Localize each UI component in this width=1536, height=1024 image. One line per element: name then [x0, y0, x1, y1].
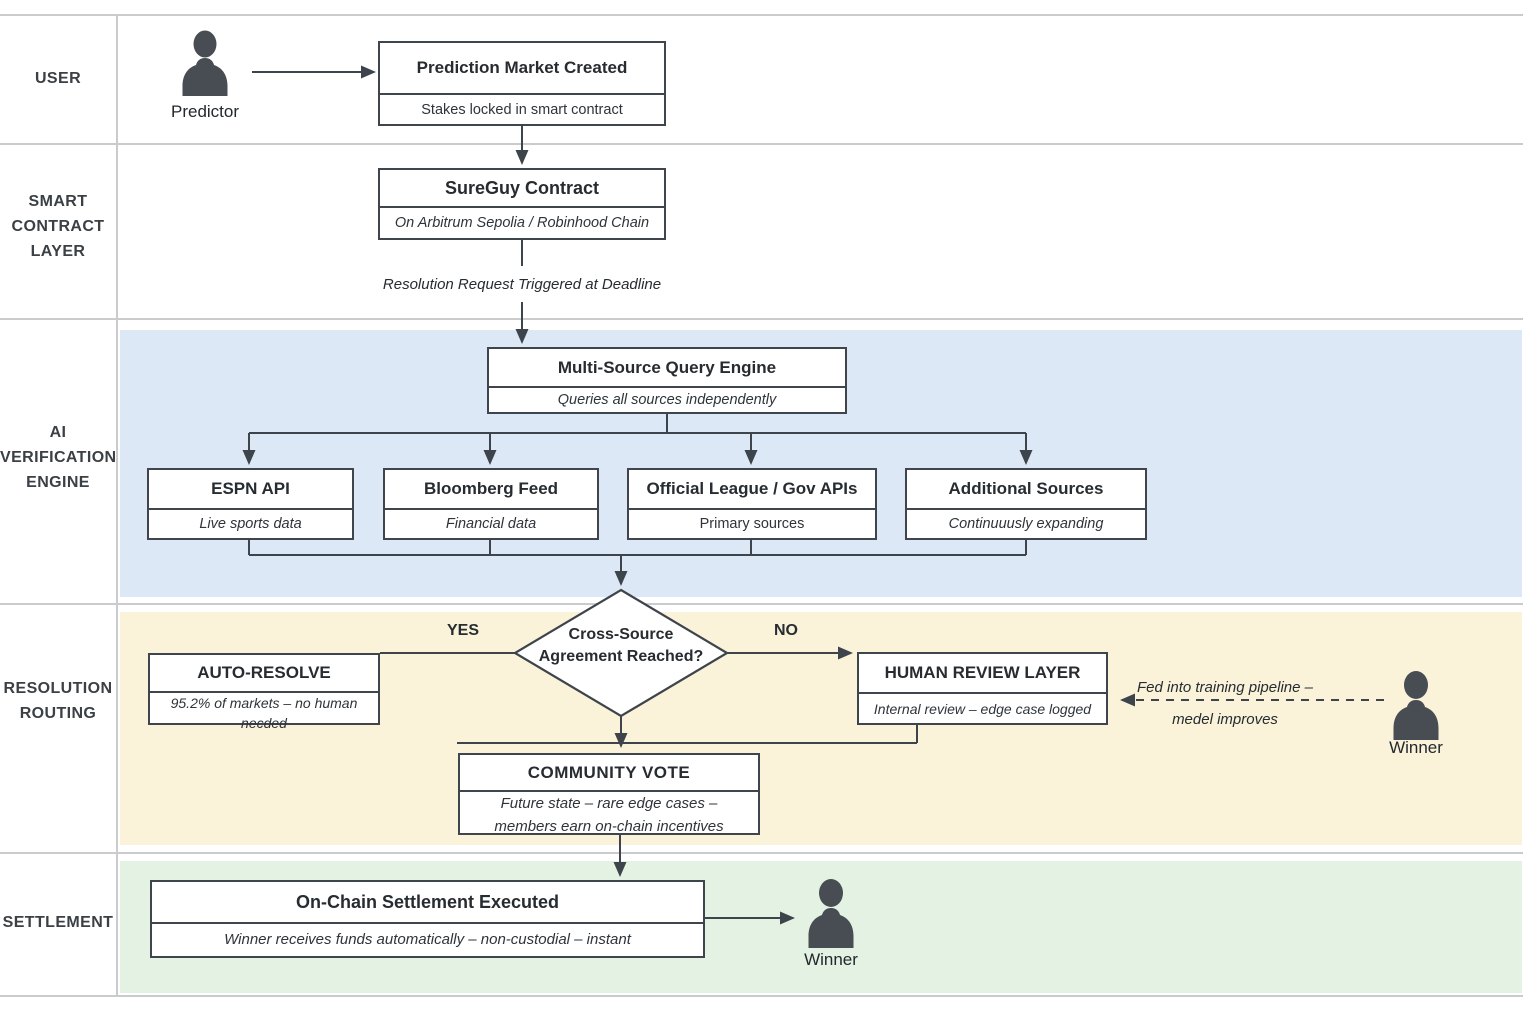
lane-divider — [0, 852, 1523, 854]
node-community-vote: COMMUNITY VOTE Future state – rare edge … — [458, 753, 760, 835]
node-subtitle: Stakes locked in smart contract — [380, 95, 664, 124]
decision-diamond — [512, 588, 730, 718]
lane-label-text: CONTRACT — [11, 218, 105, 235]
node-title: ESPN API — [149, 470, 352, 510]
node-title: SureGuy Contract — [380, 170, 664, 208]
predictor-icon — [175, 30, 235, 96]
lane-label-smart-contract-layer: SMART CONTRACT LAYER — [0, 189, 116, 264]
node-subtitle-line: members earn on-chain incentives — [494, 818, 724, 835]
node-multi-source-query-engine: Multi-Source Query Engine Queries all so… — [487, 347, 847, 414]
lane-label-text: AI — [49, 424, 67, 441]
node-subtitle: Primary sources — [629, 510, 875, 538]
lane-label-ai-verification-engine: AI VERIFICATION ENGINE — [0, 420, 116, 495]
node-subtitle: Future state – rare edge cases – members… — [460, 792, 758, 838]
feedback-edge-label-line: medel improves — [1172, 711, 1278, 728]
node-espn-api: ESPN API Live sports data — [147, 468, 354, 540]
no-branch-label: NO — [774, 622, 798, 639]
node-subtitle-text: Financial data — [445, 516, 537, 532]
yes-branch-label: YES — [446, 622, 479, 639]
decision-line: Agreement Reached? — [538, 648, 704, 665]
resolution-request-edge-label: Resolution Request Triggered at Deadline — [382, 276, 662, 293]
node-title: Additional Sources — [907, 470, 1145, 510]
node-official-league-gov-apis: Official League / Gov APIs Primary sourc… — [627, 468, 877, 540]
node-on-chain-settlement: On-Chain Settlement Executed Winner rece… — [150, 880, 705, 958]
node-bloomberg-feed: Bloomberg Feed Financial data — [383, 468, 599, 540]
winner-routing-icon — [1386, 670, 1446, 740]
node-title: Official League / Gov APIs — [629, 470, 875, 510]
node-subtitle: Winner receives funds automatically – no… — [152, 924, 703, 956]
winner-routing-label: Winner — [1389, 738, 1443, 757]
node-subtitle-text: Stakes locked in smart contract — [421, 101, 623, 118]
lane-label-user: USER — [0, 66, 116, 91]
node-subtitle-text: Winner receives funds automatically – no… — [224, 931, 631, 948]
node-subtitle: Internal review – edge case logged — [859, 694, 1106, 723]
node-subtitle-line: Future state – rare edge cases – — [500, 795, 718, 812]
node-subtitle: Live sports data — [149, 510, 352, 538]
lane-label-text: ENGINE — [26, 474, 90, 491]
node-subtitle-text: Primary sources — [699, 516, 805, 532]
lane-divider — [0, 14, 1523, 16]
winner-settlement-label: Winner — [804, 950, 858, 969]
node-subtitle-text: Internal review – edge case logged — [873, 700, 1092, 717]
node-subtitle: 95.2% of markets – no human necded — [150, 693, 378, 733]
feedback-edge-label-line: Fed into training pipeline – — [1137, 679, 1313, 696]
lane-label-text: RESOLUTION — [3, 680, 113, 697]
node-title: COMMUNITY VOTE — [460, 755, 758, 792]
lane-label-text: LAYER — [30, 243, 86, 260]
winner-settlement-icon — [800, 878, 862, 948]
lane-label-text: USER — [34, 70, 82, 87]
predictor-label: Predictor — [170, 102, 240, 121]
lane-label-text: SETTLEMENT — [2, 914, 114, 931]
node-title: AUTO-RESOLVE — [150, 655, 378, 693]
node-sureguy-contract: SureGuy Contract On Arbitrum Sepolia / R… — [378, 168, 666, 240]
node-human-review-layer: HUMAN REVIEW LAYER Internal review – edg… — [857, 652, 1108, 725]
node-subtitle: Continuuusly expanding — [907, 510, 1145, 538]
node-prediction-market-created: Prediction Market Created Stakes locked … — [378, 41, 666, 126]
node-auto-resolve: AUTO-RESOLVE 95.2% of markets – no human… — [148, 653, 380, 731]
node-title: Prediction Market Created — [380, 43, 664, 95]
node-subtitle-text: On Arbitrum Sepolia / Robinhood Chain — [394, 215, 650, 231]
node-subtitle-text: Live sports data — [199, 516, 302, 532]
decision-diamond-label: Cross-Source Agreement Reached? — [521, 624, 721, 668]
node-title: Multi-Source Query Engine — [489, 349, 845, 388]
lane-divider — [0, 995, 1523, 997]
lane-label-text: SMART — [28, 193, 88, 210]
lane-label-settlement: SETTLEMENT — [0, 910, 116, 935]
feedback-edge-label: Fed into training pipeline – medel impro… — [1114, 672, 1336, 736]
node-title: HUMAN REVIEW LAYER — [859, 654, 1106, 694]
node-subtitle: Queries all sources independently — [489, 388, 845, 412]
node-subtitle: On Arbitrum Sepolia / Robinhood Chain — [380, 208, 664, 238]
decision-line: Cross-Source — [568, 626, 674, 643]
lane-label-text: VERIFICATION — [0, 449, 117, 466]
node-subtitle-text: Continuuusly expanding — [948, 516, 1104, 532]
lane-divider — [0, 318, 1523, 320]
lane-label-resolution-routing: RESOLUTION ROUTING — [0, 676, 116, 726]
lane-label-text: ROUTING — [19, 705, 97, 722]
lane-label-column-divider — [116, 14, 118, 996]
node-subtitle-text: 95.2% of markets – no human necded — [170, 695, 358, 731]
node-title: Bloomberg Feed — [385, 470, 597, 510]
resolution-lane-background — [120, 612, 1522, 845]
lane-divider — [0, 603, 1523, 605]
node-subtitle-text: Queries all sources independently — [557, 392, 777, 408]
node-subtitle: Financial data — [385, 510, 597, 538]
lane-divider — [0, 143, 1523, 145]
node-additional-sources: Additional Sources Continuuusly expandin… — [905, 468, 1147, 540]
node-title: On-Chain Settlement Executed — [152, 882, 703, 924]
